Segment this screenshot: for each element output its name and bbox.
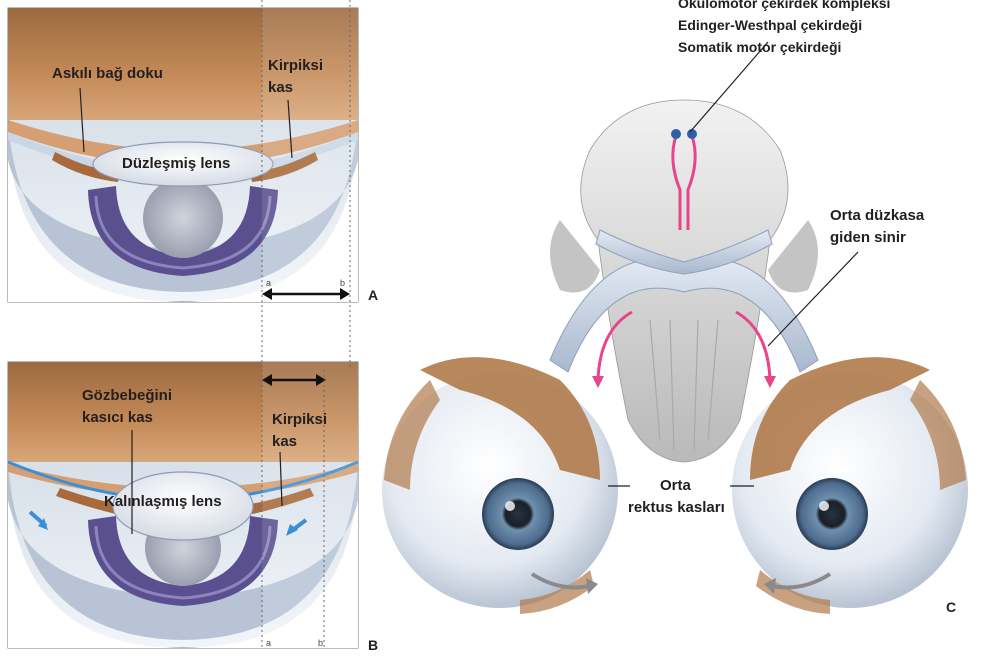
- panel-c-diagram: [382, 42, 968, 614]
- label-nerve-line2: giden sinir: [830, 228, 906, 247]
- label-thickened-lens: Kalınlaşmış lens: [104, 492, 222, 511]
- tick-a-bottom: a: [266, 638, 271, 648]
- panel-letter-a: A: [368, 286, 378, 305]
- label-oculomotor-complex: Okulomotor çekirdek kompleksi: [678, 0, 890, 13]
- label-edinger-westphal: Edinger-Westhpal çekirdeği: [678, 16, 862, 35]
- tick-a-top: a: [266, 278, 271, 288]
- label-somatic-motor: Somatik motor çekirdeği: [678, 38, 841, 57]
- label-rectus-line1: Orta: [660, 476, 691, 495]
- label-pupil-muscle-line2: kasıcı kas: [82, 408, 153, 427]
- label-ciliary-muscle-a-line1: Kirpiksi: [268, 56, 323, 75]
- label-ciliary-muscle-a-line2: kas: [268, 78, 293, 97]
- label-pupil-muscle-line1: Gözbebeğini: [82, 386, 172, 405]
- label-rectus-line2: rektus kasları: [628, 498, 725, 517]
- label-ciliary-muscle-b-line1: Kirpiksi: [272, 410, 327, 429]
- tick-b-bottom: b: [318, 638, 323, 648]
- label-ciliary-muscle-b-line2: kas: [272, 432, 297, 451]
- panel-letter-b: B: [368, 636, 378, 655]
- label-suspensory-ligament: Askılı bağ doku: [52, 64, 163, 83]
- label-nerve-line1: Orta düzkasa: [830, 206, 924, 225]
- tick-b-top: b: [340, 278, 345, 288]
- label-flattened-lens: Düzleşmiş lens: [122, 154, 230, 173]
- panel-letter-c: C: [946, 598, 956, 617]
